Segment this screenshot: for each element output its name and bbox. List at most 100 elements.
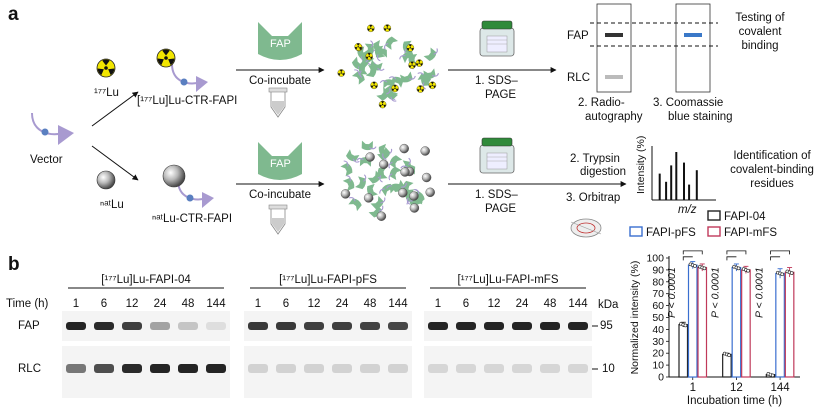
time-tick-label: 144 xyxy=(388,298,408,310)
marker-95: 95 xyxy=(600,320,613,332)
fap-band xyxy=(388,322,408,330)
p-value-label: P < 0.0001 xyxy=(710,267,722,318)
lutetium-ball-icon xyxy=(363,193,374,203)
y-tick-label: 10 xyxy=(652,360,664,372)
sds-page-icon-top xyxy=(479,20,515,57)
time-tick-label: 144 xyxy=(568,298,588,310)
tube-icon-bottom xyxy=(268,204,288,235)
fap-complex-icon xyxy=(411,189,426,205)
orbitrap-label: 3. Orbitrap xyxy=(566,192,620,204)
x-tick-label: 144 xyxy=(771,382,791,394)
radioactive-icon xyxy=(370,81,378,90)
gel-title: [¹⁷⁷Lu]Lu-FAPI-pFS xyxy=(279,274,377,286)
fap-protein-icon-top xyxy=(258,22,302,60)
fap-complex-icon xyxy=(370,195,386,211)
radio-rlc-band xyxy=(605,75,623,79)
mass-spectrum xyxy=(651,146,716,201)
bar xyxy=(687,264,698,378)
row-label-fap: FAP xyxy=(18,320,40,332)
y-tick-label: 30 xyxy=(652,336,664,348)
mixture-cluster-bottom xyxy=(340,140,435,221)
rlc-band xyxy=(456,364,476,373)
lutetium-ball-icon xyxy=(376,211,387,221)
rlc-band xyxy=(332,364,352,373)
vector-label: Vector xyxy=(30,154,63,166)
data-point xyxy=(736,266,741,271)
ms-peak xyxy=(688,184,691,200)
data-point xyxy=(780,272,785,277)
time-tick-label: 12 xyxy=(488,298,501,310)
marker-10: 10 xyxy=(602,363,615,375)
ms-peak xyxy=(670,165,673,200)
time-tick-label: 12 xyxy=(308,298,321,310)
time-tick-label: 48 xyxy=(364,298,377,310)
fap-complex-icon xyxy=(340,160,354,177)
bar xyxy=(775,272,785,378)
p-value-label: P < 0.0001 xyxy=(666,267,678,318)
data-point xyxy=(702,266,707,271)
rlc-band xyxy=(66,364,86,373)
identify-label-1: Identification of xyxy=(733,150,811,162)
fap-band xyxy=(304,322,324,330)
fap-complex-icon xyxy=(364,40,375,56)
rlc-band xyxy=(122,364,142,373)
row-label-rlc: RLC xyxy=(18,363,41,375)
schematic-gels xyxy=(590,3,718,93)
ms-xlabel: m/z xyxy=(678,204,697,216)
lu177-label: ¹⁷⁷Lu xyxy=(94,87,119,99)
fap-band xyxy=(512,322,532,330)
fap-label-top: FAP xyxy=(270,38,291,50)
y-tick-label: 100 xyxy=(646,253,664,265)
rlc-band xyxy=(568,364,588,373)
radio-label-1: 2. Radio- xyxy=(578,97,625,109)
y-tick-label: 70 xyxy=(652,288,664,300)
bar xyxy=(741,269,751,378)
data-point xyxy=(746,268,750,273)
fap-complex-icon xyxy=(400,164,416,175)
sds-label-bottom-1: 1. SDS– xyxy=(475,189,518,201)
legend-swatch xyxy=(707,226,721,237)
coomassie-label-1: 3. Coomassie xyxy=(653,97,723,109)
identify-label-3: residues xyxy=(750,178,794,190)
radioactive-icon xyxy=(378,100,387,109)
legend-label: FAPI-04 xyxy=(724,211,766,223)
ms-peak xyxy=(675,152,678,200)
time-label: Time (h) xyxy=(6,298,49,310)
legend-swatch xyxy=(629,226,643,237)
lutetium-ball-icon xyxy=(398,188,408,198)
radiolabeled-probe-icon xyxy=(156,48,209,93)
lunat-label: ⁿᵃᵗLu xyxy=(100,199,124,211)
fap-band xyxy=(332,322,352,330)
radio-label-2: autography xyxy=(585,111,643,123)
gel-fap-label: FAP xyxy=(567,30,589,42)
fap-band xyxy=(178,322,198,330)
fap-band xyxy=(360,322,380,330)
coomassie-fap-band xyxy=(684,33,702,37)
significance-bracket xyxy=(726,250,747,255)
lutetium-ball-icon xyxy=(379,159,389,170)
fap-complex-icon xyxy=(361,140,377,151)
y-tick-label: 80 xyxy=(652,276,664,288)
fap-complex-icon xyxy=(388,154,403,169)
sds-page-icon-bottom xyxy=(479,137,515,174)
ms-peak xyxy=(658,173,661,200)
time-tick-label: 1 xyxy=(435,298,441,310)
fap-complex-icon xyxy=(423,47,438,62)
fap-complex-icon xyxy=(356,156,372,167)
radioactive-icon xyxy=(365,52,374,61)
mixture-cluster-top xyxy=(337,24,439,109)
fap-protein-icon-bottom xyxy=(258,142,302,180)
fap-complex-icon xyxy=(383,86,399,102)
fap-band xyxy=(540,322,560,330)
time-tick-label: 48 xyxy=(544,298,557,310)
time-tick-label: 6 xyxy=(283,298,289,310)
fap-complex-icon xyxy=(376,87,391,102)
rlc-band xyxy=(94,364,114,373)
time-tick-label: 24 xyxy=(154,298,167,310)
time-tick-label: 6 xyxy=(463,298,469,310)
time-tick-label: 144 xyxy=(206,298,226,310)
fap-band xyxy=(248,322,268,330)
rlc-band xyxy=(360,364,380,373)
identify-label-2: covalent-binding xyxy=(730,164,814,176)
